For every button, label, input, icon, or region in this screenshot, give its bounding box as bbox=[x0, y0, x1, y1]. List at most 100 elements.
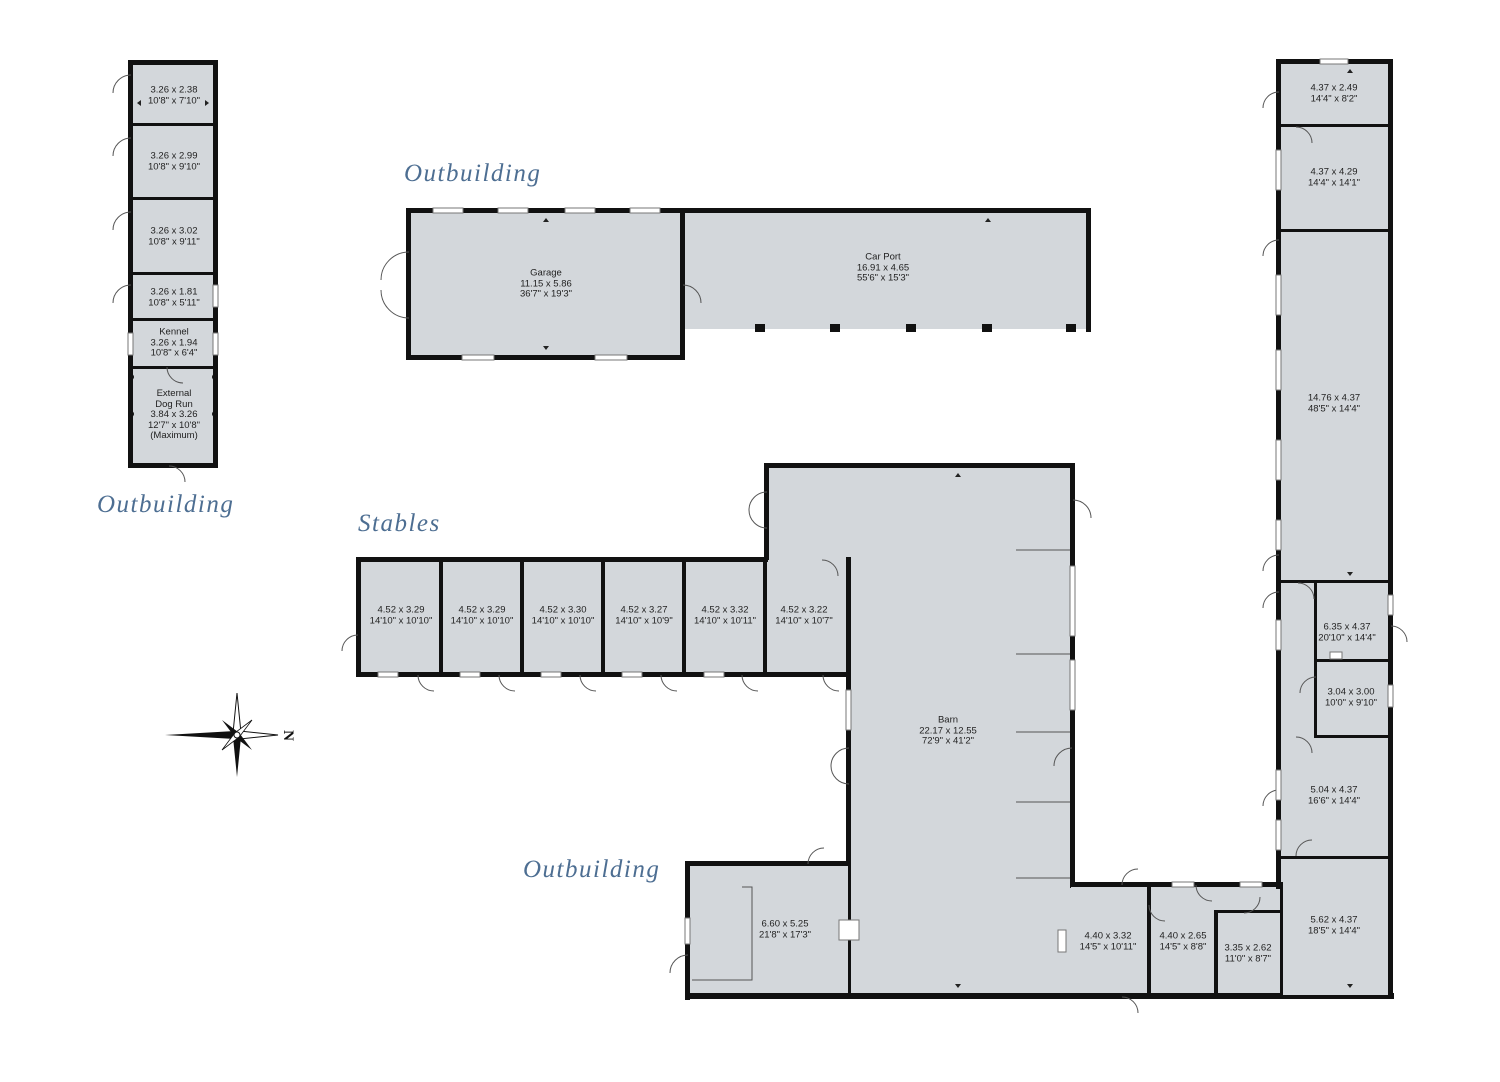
room-dimensions-metric: 5.04 x 4.37 bbox=[1310, 784, 1358, 796]
room-dimensions-imperial: 10'8" x 7'10" bbox=[147, 95, 201, 106]
window bbox=[432, 207, 464, 214]
outbuilding-heading-left: Outbuilding bbox=[97, 491, 235, 518]
room-dimensions-imperial: 14'4" x 8'2" bbox=[1310, 93, 1358, 104]
door-swing bbox=[669, 954, 689, 974]
dimension-tick bbox=[1347, 572, 1353, 576]
room-dimensions-imperial: 14'10" x 10'11" bbox=[694, 615, 756, 626]
barn-wall-left-upper bbox=[764, 463, 769, 560]
window bbox=[621, 671, 643, 678]
door-swing bbox=[1295, 736, 1313, 754]
kennel-block-floor bbox=[131, 64, 215, 466]
carport-wall-right bbox=[1086, 208, 1091, 332]
room-dimensions-imperial: 10'8" x 5'11" bbox=[148, 297, 200, 308]
kennel-wall-left bbox=[128, 60, 133, 468]
window bbox=[1275, 519, 1282, 551]
room-dimensions-imperial: 10'8" x 6'4" bbox=[150, 347, 198, 359]
right-wing-divider bbox=[1276, 229, 1393, 232]
dimension-tick bbox=[543, 346, 549, 350]
carport-floor bbox=[683, 212, 1087, 329]
pillar bbox=[755, 324, 765, 332]
door-swing bbox=[1072, 499, 1092, 519]
door-swing bbox=[1295, 126, 1313, 144]
garage-wall-divider bbox=[680, 208, 685, 360]
kennel-divider-3 bbox=[128, 272, 218, 275]
door-swing bbox=[579, 674, 597, 692]
room-dimensions-metric: 4.52 x 3.22 bbox=[780, 604, 828, 616]
room-dimensions-metric: 3.26 x 3.02 bbox=[150, 225, 198, 237]
room-dimensions-imperial: 14'10" x 10'10" bbox=[369, 615, 433, 626]
window bbox=[212, 332, 219, 356]
room-dimensions-imperial: 10'8" x 9'11" bbox=[148, 236, 200, 247]
room-dimensions-metric: 3.26 x 2.38 bbox=[150, 84, 198, 96]
window bbox=[1069, 659, 1076, 711]
room-dimensions-imperial: 14'10" x 10'9" bbox=[615, 615, 673, 626]
room-dimensions-metric: 4.52 x 3.29 bbox=[377, 604, 425, 616]
right-wing-wall-left-lower bbox=[1280, 882, 1283, 998]
room-dimensions-metric: 4.37 x 4.29 bbox=[1310, 166, 1358, 178]
window bbox=[127, 332, 134, 356]
compass-north-label: N bbox=[279, 730, 296, 741]
compass-needle-west bbox=[165, 731, 235, 739]
room-dimensions-metric: 6.60 x 5.25 bbox=[761, 918, 809, 930]
dimension-tick bbox=[1347, 69, 1353, 73]
pillar bbox=[1066, 324, 1076, 332]
window bbox=[564, 207, 596, 214]
dimension-tick bbox=[955, 984, 961, 988]
garage-wall-bottom bbox=[406, 355, 685, 360]
workbench-outline bbox=[692, 886, 753, 981]
outbuilding-heading-bottom: Outbuilding bbox=[523, 856, 661, 883]
room-dimensions-imperial: 11'0" x 8'7" bbox=[1224, 953, 1272, 964]
room-dimensions-metric: 4.37 x 2.49 bbox=[1310, 82, 1358, 94]
room-dimensions-metric: 11.15 x 5.86 bbox=[520, 277, 572, 289]
barn-wall-left bbox=[846, 557, 851, 997]
door-swing bbox=[748, 509, 768, 529]
door-swing bbox=[1121, 996, 1139, 1014]
barn-wall-top bbox=[764, 463, 1075, 468]
window bbox=[1319, 58, 1349, 65]
room-dimensions-imperial: 10'0" x 9'10" bbox=[1324, 697, 1378, 708]
door-swing bbox=[660, 674, 678, 692]
door-swing bbox=[380, 289, 410, 319]
room-dimensions-imperial: 16'6" x 14'4" bbox=[1307, 795, 1361, 806]
room-note: (Maximum) bbox=[150, 429, 198, 441]
door-swing bbox=[1262, 239, 1280, 257]
compass-needle-north bbox=[232, 692, 242, 734]
compass-diagonal bbox=[222, 720, 238, 736]
window bbox=[212, 284, 219, 308]
pillar bbox=[128, 374, 134, 380]
window bbox=[540, 671, 562, 678]
kennel-divider-5 bbox=[128, 366, 218, 369]
door-swing bbox=[807, 847, 825, 865]
room-dimensions-imperial: 18'5" x 14'4" bbox=[1307, 925, 1361, 936]
pillar bbox=[128, 411, 134, 417]
room-dimensions-imperial: 14'10" x 10'10" bbox=[450, 615, 514, 626]
garage-wall-top bbox=[406, 208, 1091, 213]
room-dimensions-imperial: 20'10" x 14'4" bbox=[1318, 632, 1376, 643]
room-dimensions-imperial: 10'8" x 9'10" bbox=[147, 161, 201, 172]
workshop-floor bbox=[690, 865, 848, 995]
compass-needle-east bbox=[239, 730, 279, 740]
door-swing bbox=[1262, 591, 1280, 609]
door-swing bbox=[112, 74, 132, 94]
workshop-wall-top bbox=[685, 861, 851, 866]
bottom-rooms-floor bbox=[1071, 886, 1283, 994]
right-wing-floor bbox=[1281, 63, 1389, 995]
door-swing bbox=[380, 251, 410, 281]
room-dimensions-imperial: 12'7" x 10'8" bbox=[147, 419, 201, 431]
room-dimensions-metric: 4.40 x 3.32 bbox=[1084, 930, 1132, 942]
stables-wall-left bbox=[356, 557, 361, 677]
window bbox=[497, 207, 529, 214]
kennel-divider-2 bbox=[128, 197, 218, 200]
pillar bbox=[212, 374, 218, 380]
door-swing bbox=[417, 674, 435, 692]
